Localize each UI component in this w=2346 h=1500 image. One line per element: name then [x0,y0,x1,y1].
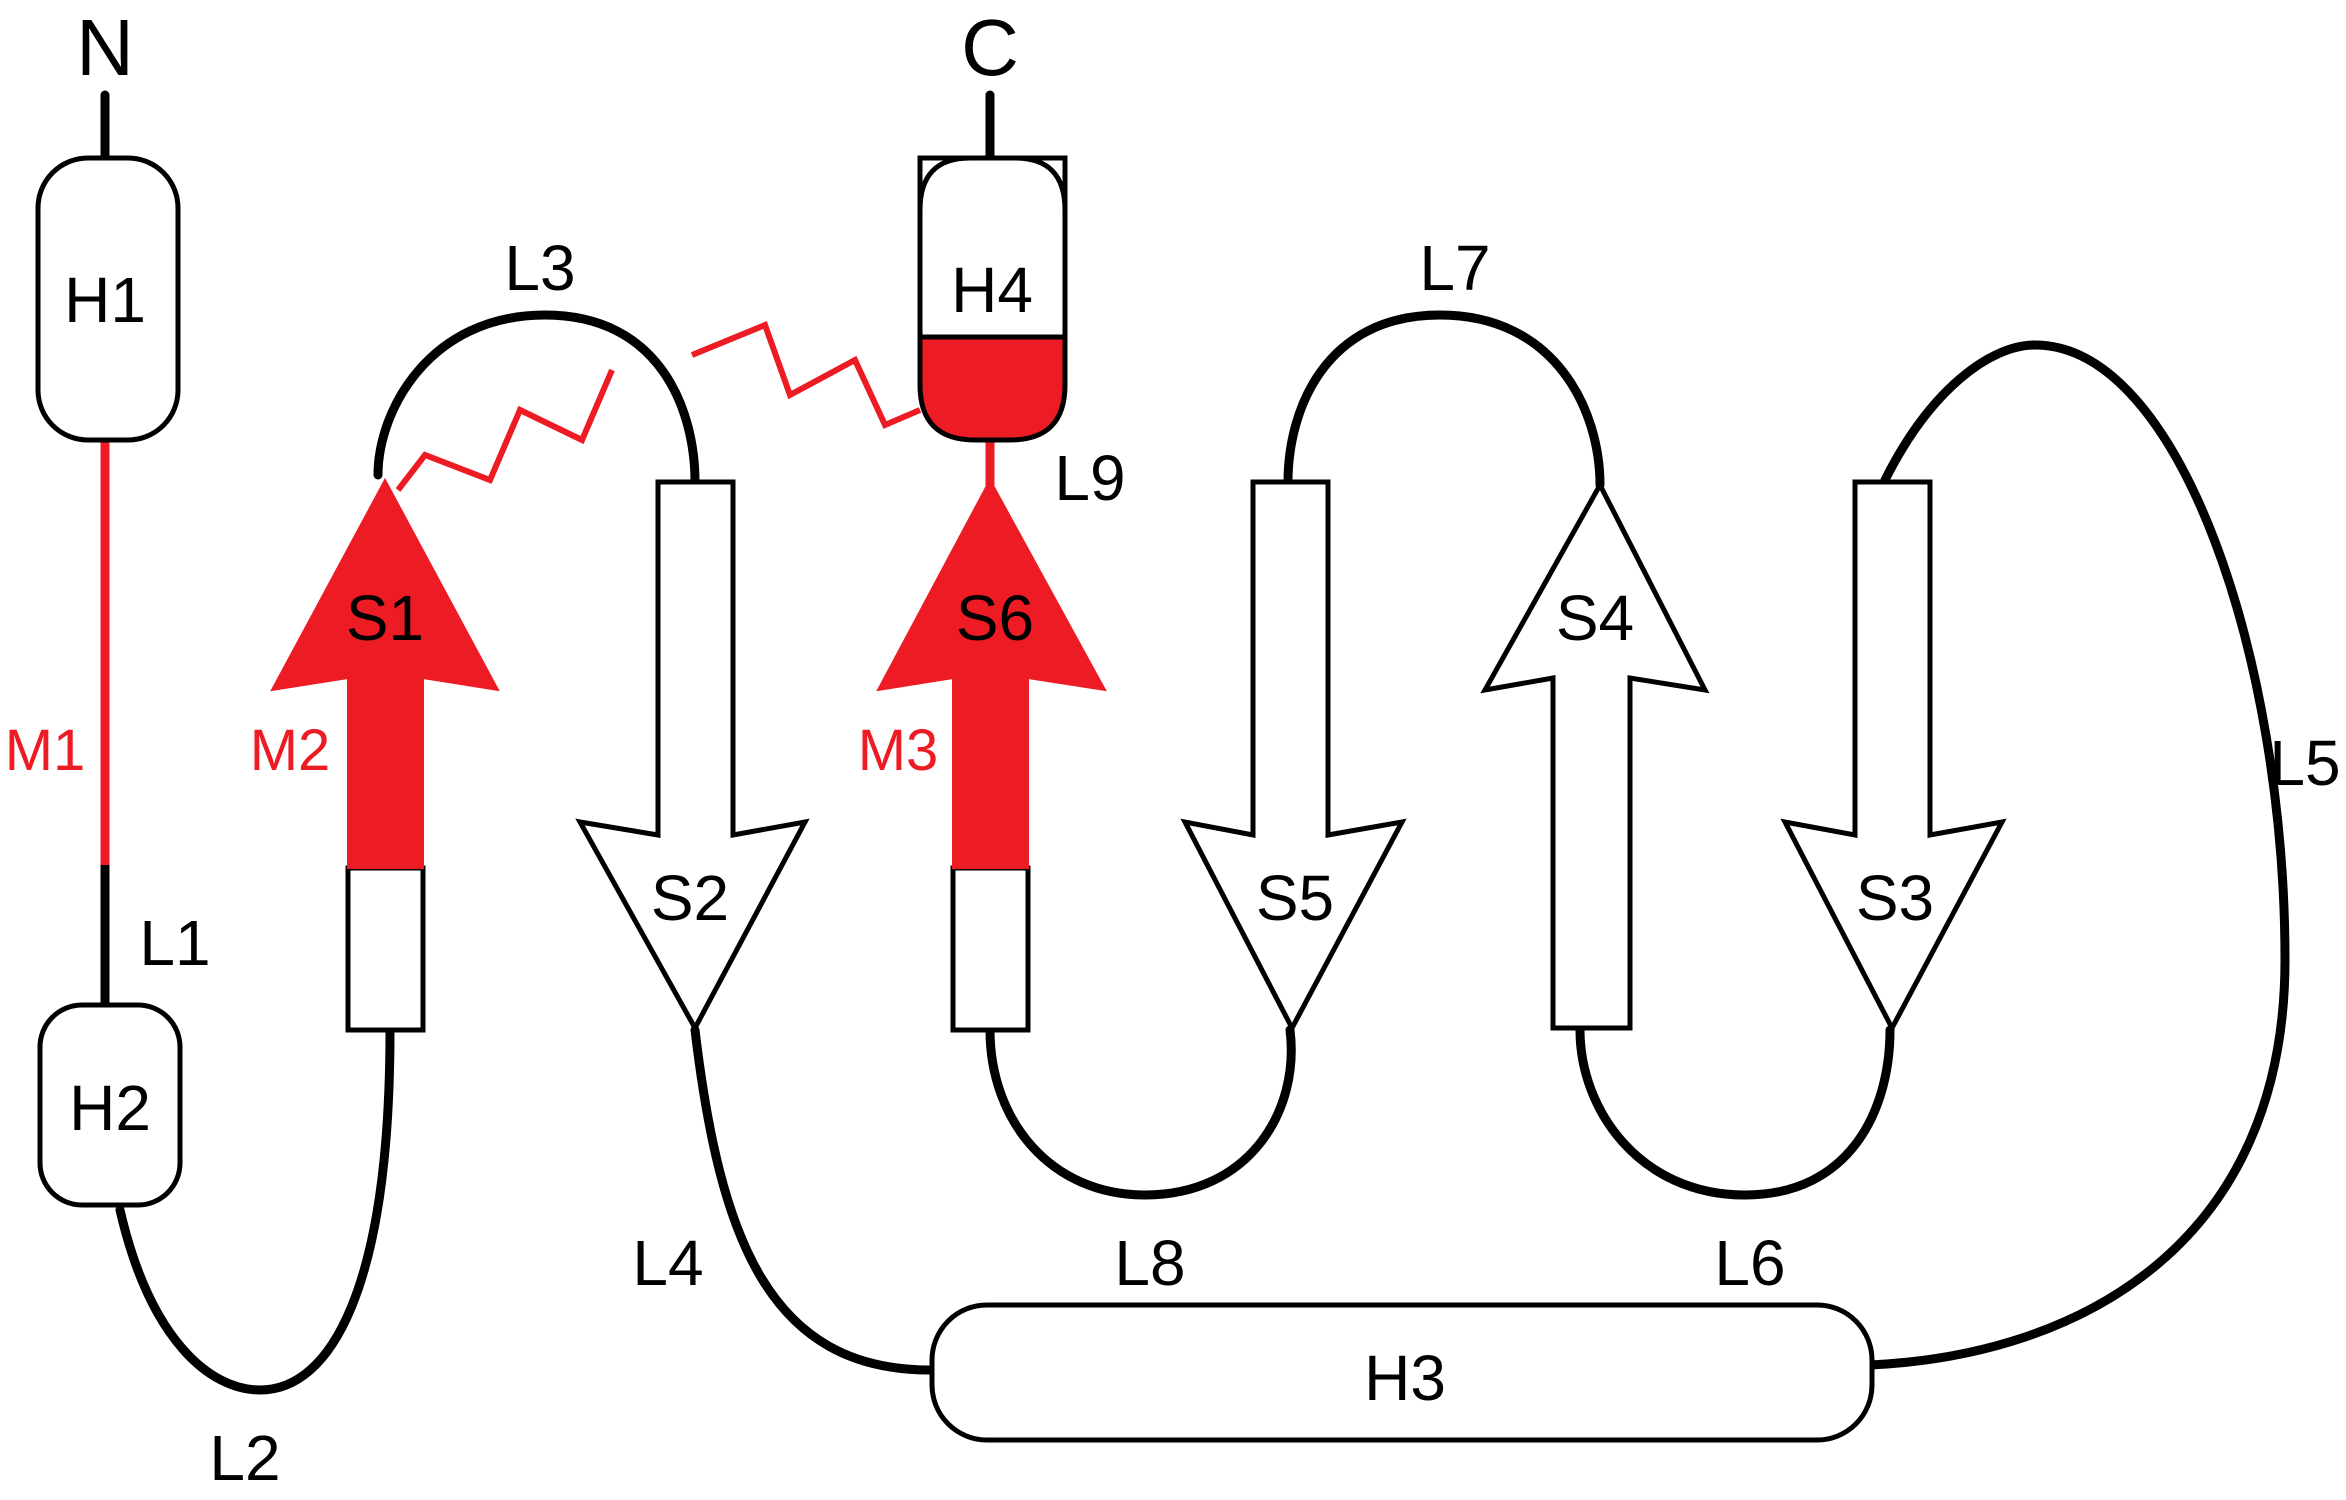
helix-h2 [37,1002,183,1208]
strand-s2-label: S2 [651,862,729,934]
strand-s1-label: S1 [346,582,424,654]
loop-l6-path [1575,1025,1895,1200]
loop-l2-label: L2 [209,1422,280,1494]
n-terminus-label: N [76,3,134,92]
strand-s6-label: S6 [956,582,1034,654]
helix-h1-label: H1 [64,264,146,336]
zigzag-link-right [690,321,922,429]
loop-l8-path [985,1025,1296,1200]
strand-s6-arrow [876,477,1107,869]
motif-m2-label: M2 [250,718,331,783]
motif-m1-label: M1 [5,718,86,783]
strand-s5-label: S5 [1256,862,1334,934]
helix-h3-label: H3 [1364,1342,1446,1414]
loop-l2-path [115,1025,395,1395]
loop-l4-path [690,1025,935,1375]
loop-l3-path [373,310,700,487]
loop-l4-label: L4 [632,1227,703,1299]
helix-h4-label: H4 [951,254,1033,326]
helix-h4-cap [917,155,1068,340]
loop-l3-label: L3 [504,232,575,304]
loop-l9-label: L9 [1054,442,1125,514]
helix-h4-red [917,334,1068,443]
loop-l7-path [1283,310,1605,490]
loop-l7-label: L7 [1419,232,1490,304]
zigzag-link-left [395,368,615,492]
strand-s3-arrow [1780,479,2007,1034]
loop-l8-label: L8 [1114,1227,1185,1299]
loop-l5-label: L5 [2269,727,2340,799]
strand-s2-arrow [575,479,810,1034]
strand-s6-stem-white [950,865,1031,1033]
loop-l5-path [1865,340,2290,1370]
strand-s1-stem-white [345,865,426,1033]
strand-s5-arrow [1180,479,1407,1034]
helix-h2-label: H2 [69,1072,151,1144]
helix-h3 [929,1302,1875,1443]
loop-l6-label: L6 [1714,1227,1785,1299]
strand-s4-arrow [1480,479,1710,1031]
strand-s3-label: S3 [1856,862,1934,934]
c-terminus-label: C [961,3,1019,92]
loop-l1-label: L1 [139,907,210,979]
strand-s4-label: S4 [1556,582,1634,654]
strand-s1-arrow [270,477,500,869]
motif-m3-label: M3 [858,718,939,783]
helix-h1 [35,155,181,443]
